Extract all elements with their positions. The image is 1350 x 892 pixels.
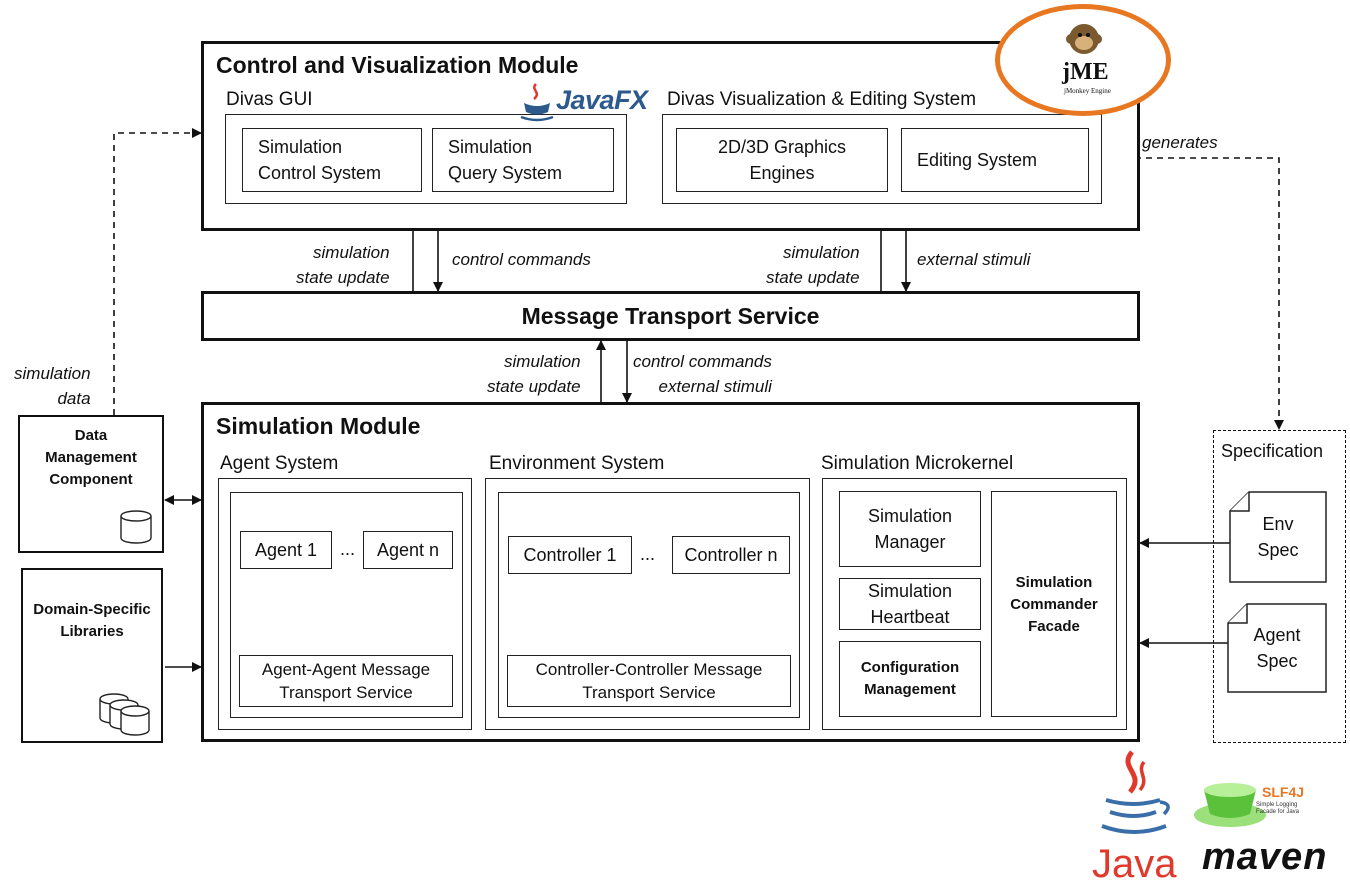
specification-label: Specification [1221,441,1324,461]
sim-control-system: Simulation Control System [242,128,422,192]
env-spec-doc [1229,491,1327,583]
message-transport-service: Message Transport Service [201,291,1140,341]
label-simulation-data: simulation data [14,364,91,408]
java-cup-icon [1101,750,1170,834]
label-sim-state-update-left: simulation state update [296,243,390,287]
editing-system: Editing System [901,128,1089,192]
agent-spec-doc [1227,603,1327,693]
javafx-text: JavaFX [556,85,648,115]
slf4j-subtext: Simple Logging Facade for Java [1256,802,1300,815]
agent-ellipsis: ... [340,539,356,559]
controller-n-box: Controller n [672,536,790,574]
controller-controller-mts: Controller-Controller Message Transport … [507,655,791,707]
graphics-engines: 2D/3D Graphics Engines [676,128,888,192]
controller-1-box: Controller 1 [508,536,632,574]
control-module-title: Control and Visualization Module [216,52,579,78]
agent-system-label: Agent System [220,453,339,474]
microkernel-label: Simulation Microkernel [821,453,1014,474]
domain-libraries-label: Domain-Specific Libraries [33,601,151,640]
label-sim-state-update-right: simulation state update [766,243,860,287]
env-spec-label: Env Spec [1257,514,1299,560]
label-sim-state-update-center: simulation state update [487,352,581,396]
java-logo: Java [1082,748,1182,890]
mts-title: Message Transport Service [521,302,820,329]
divas-gui-label: Divas GUI [226,89,313,110]
label-external-stimuli: external stimuli [917,250,1031,269]
agent-spec-label: Agent Spec [1253,625,1301,671]
arrow-sim-data-dashed [113,128,202,415]
slf4j-text: SLF4J [1262,784,1305,800]
maven-logo: maven [1202,836,1328,878]
slf4j-cup-icon [1194,783,1266,827]
sim-query-system: Simulation Query System [432,128,614,192]
vis-edit-label: Divas Visualization & Editing System [667,89,977,110]
label-control-commands-left: control commands [452,250,591,269]
javafx-logo: JavaFX [518,81,648,123]
environment-system-label: Environment System [489,453,665,474]
jme-subtext: jMonkey Engine [1064,87,1111,95]
agent-n-box: Agent n [363,531,453,569]
agent-agent-mts: Agent-Agent Message Transport Service [239,655,453,707]
java-text: Java [1092,842,1177,886]
data-management-label: Data Management Component [45,427,137,488]
jme-logo: jME jMonkey Engine [995,4,1171,116]
multi-database-icon [99,693,150,736]
controller-ellipsis: ... [640,544,656,564]
database-icon [120,510,152,544]
agent-1-box: Agent 1 [240,531,332,569]
monkey-icon [1066,24,1102,54]
arrow-generates-dashed [1102,157,1284,430]
javafx-cup-icon [520,83,554,122]
label-control-stimuli-center: control commands external stimuli [633,352,772,396]
slf4j-logo: SLF4J Simple Logging Facade for Java [1190,770,1320,832]
specification-box [1213,430,1346,743]
simulation-heartbeat: Simulation Heartbeat [839,578,981,630]
label-generates: generates [1142,133,1218,152]
jme-text: jME [1062,59,1109,85]
simulation-module-title: Simulation Module [216,413,421,439]
simulation-commander-facade: Simulation Commander Facade [991,491,1117,717]
configuration-management: Configuration Management [839,641,981,717]
simulation-manager: Simulation Manager [839,491,981,567]
